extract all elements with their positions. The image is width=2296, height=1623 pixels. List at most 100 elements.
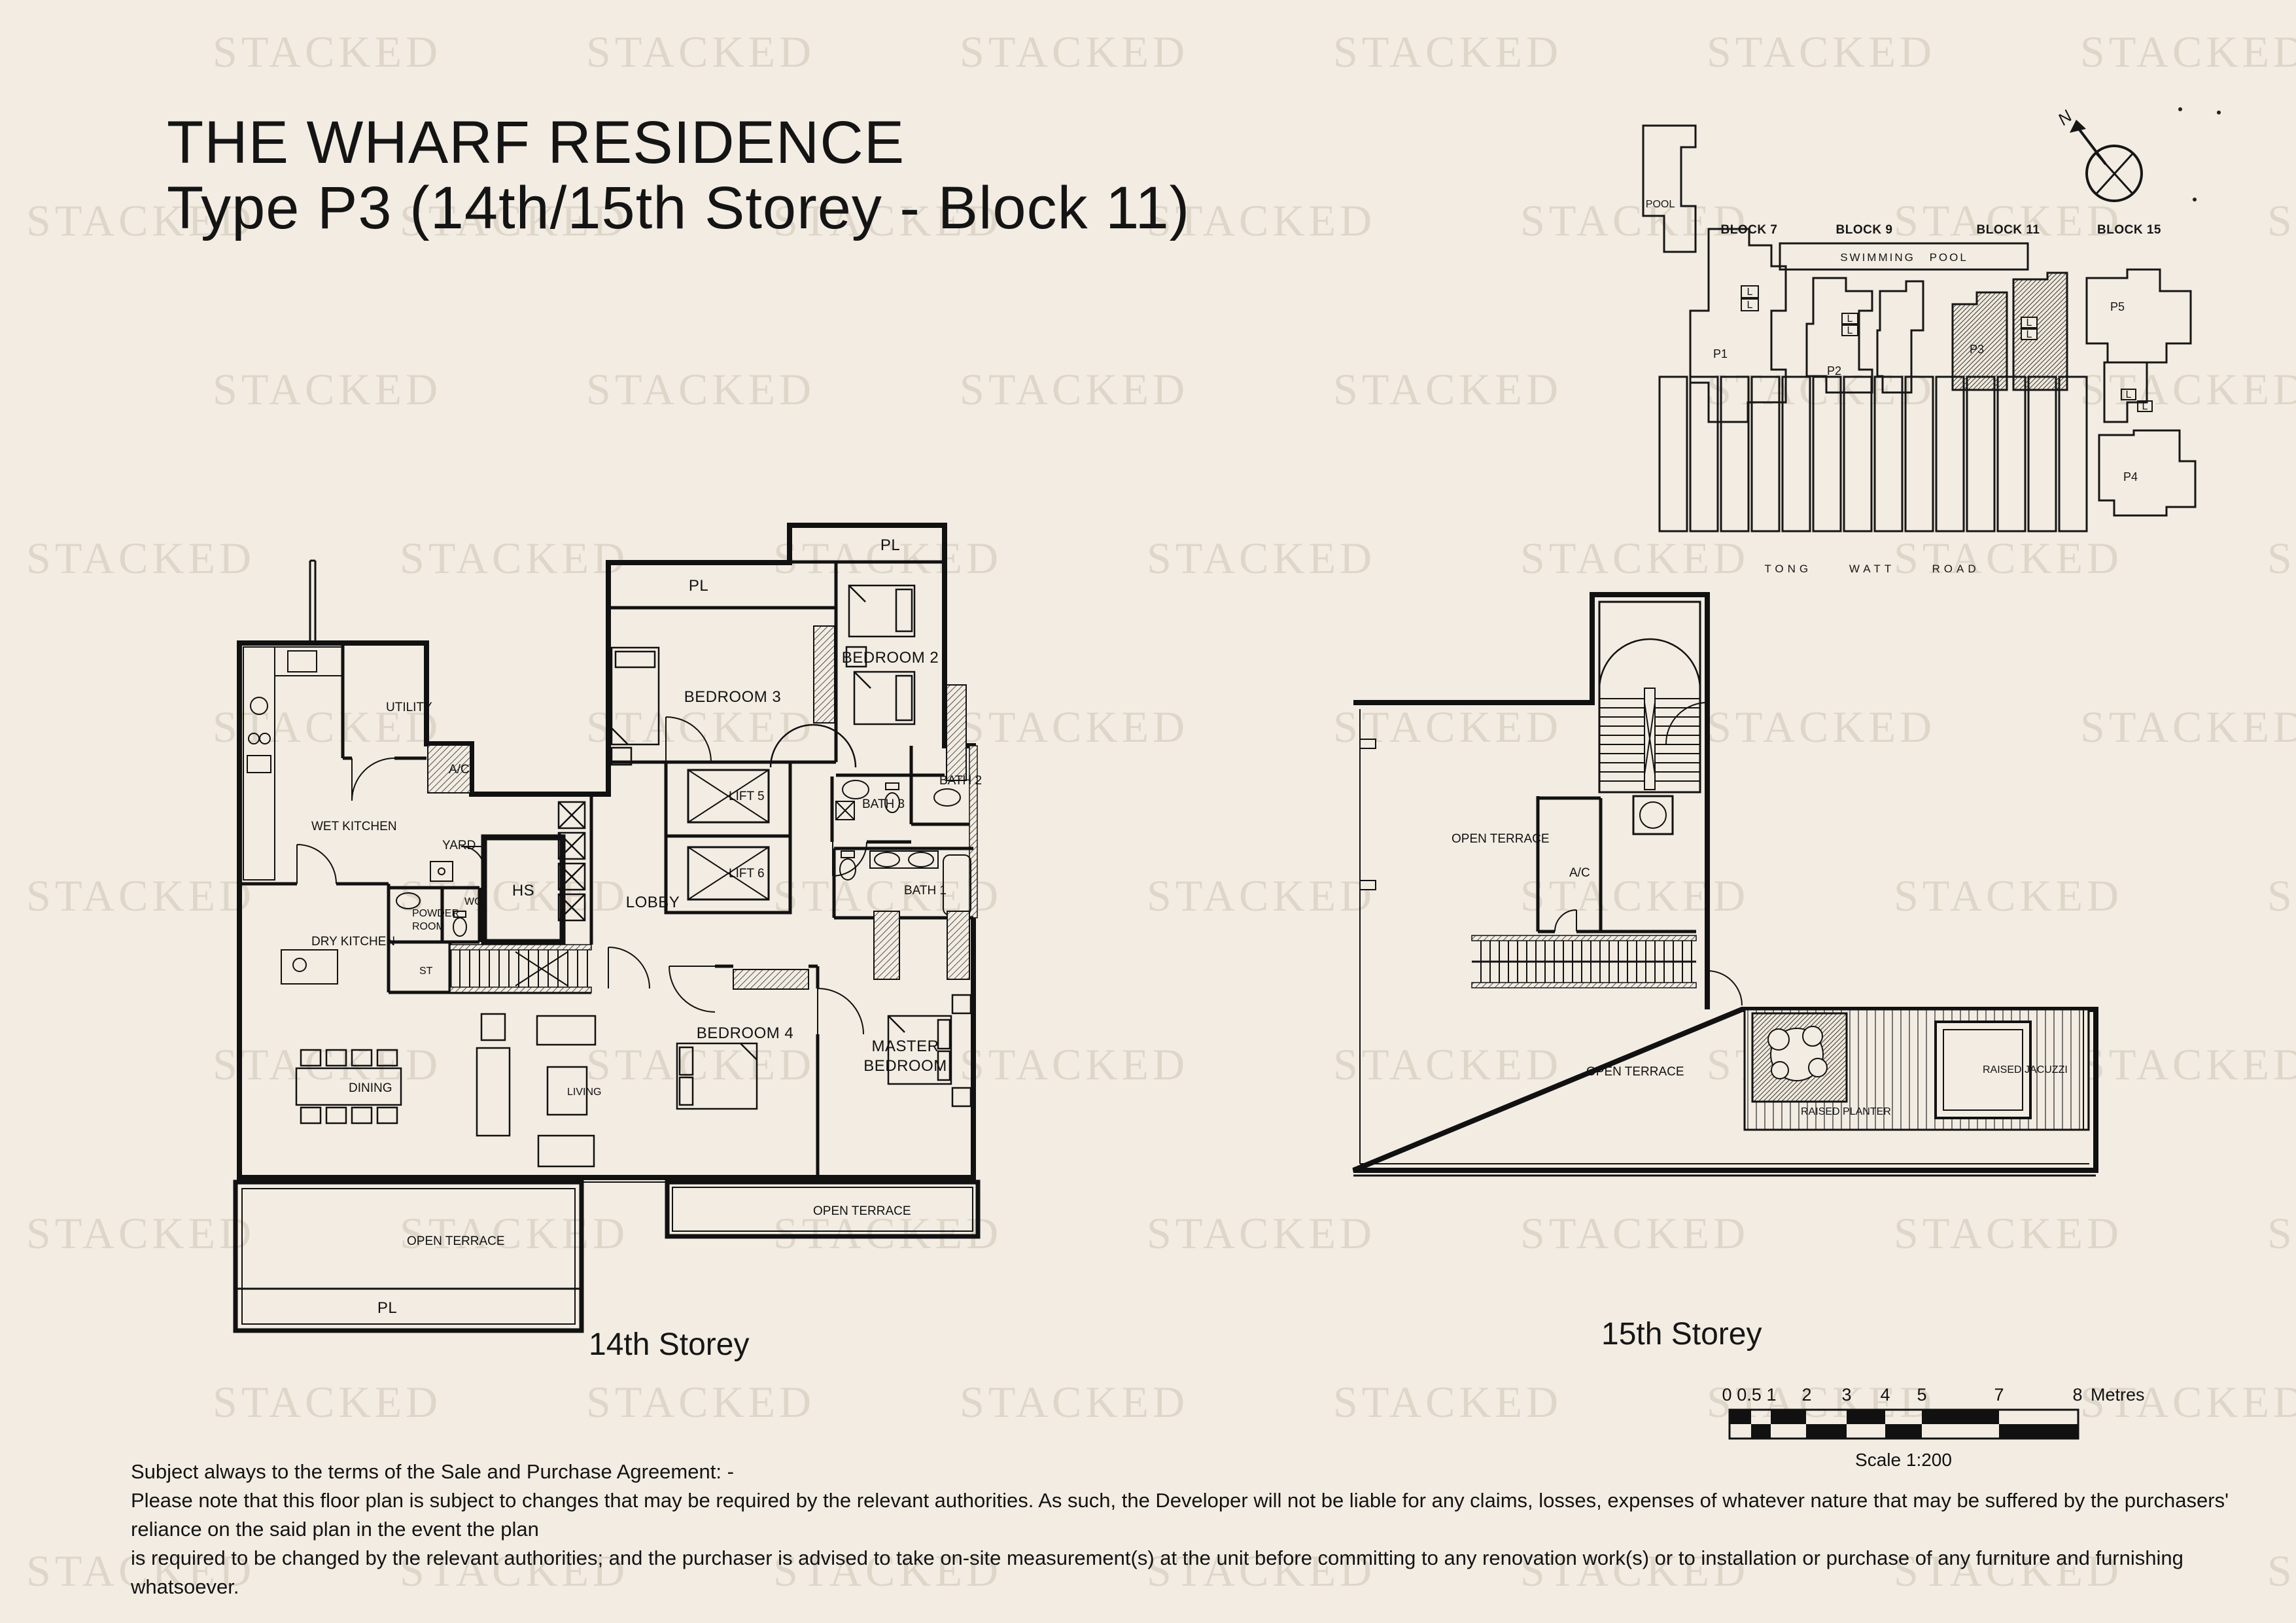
site-block11-building-highlighted: L L P3: [1951, 271, 2068, 391]
scale-tick: 8: [2072, 1385, 2082, 1405]
lift-label: L: [1747, 300, 1753, 311]
scale-text: Scale 1:200: [1855, 1450, 1952, 1470]
foyer-arch: [769, 724, 857, 768]
staircase-15th: [1598, 601, 1708, 794]
terrace-upper-label: OPEN TERRACE: [1452, 832, 1550, 846]
lift-label: L: [1847, 313, 1853, 324]
ac-ledge: [427, 744, 471, 794]
scale-unit: Metres: [2091, 1385, 2145, 1405]
master-bedroom-label: MASTER: [871, 1038, 939, 1055]
raised-planter: RAISED PLANTER: [1751, 1012, 1891, 1117]
raised-jacuzzi: RAISED JACUZZI: [1934, 1021, 2068, 1119]
scale-bar-checker: [1730, 1410, 2078, 1439]
stray-dot: [2193, 198, 2197, 201]
living-label: LIVING: [567, 1087, 601, 1098]
powder-room-label: POWDER: [412, 908, 459, 919]
terrace-lower-label: OPEN TERRACE: [1586, 1065, 1684, 1079]
swimming-pool-label: SWIMMING POOL: [1840, 251, 1968, 264]
scale-tick: 1: [1766, 1385, 1776, 1405]
lift6-label: LIFT 6: [729, 867, 765, 881]
bed-master: [887, 994, 972, 1108]
bed-bedroom3: [610, 646, 660, 766]
scale-tick: 7: [1994, 1385, 2004, 1405]
scale-tick: 0: [1722, 1385, 1731, 1405]
scale-bar: 0 0.5 1 2 3 4 5 7 8 Metres Scale 1:200: [1722, 1385, 2144, 1470]
unit-p4-label: P4: [2123, 470, 2138, 483]
hs-label: HS: [512, 882, 534, 899]
block15-label: BLOCK 15: [2097, 223, 2161, 237]
yard-label: YARD: [442, 839, 476, 852]
dry-kitchen-label: DRY KITCHEN: [311, 935, 395, 949]
bath3-label: BATH 3: [862, 797, 905, 811]
floorplan-14th-storey: PL PL A/C UTILITY WET KITCHEN DRY KITCHE…: [233, 523, 982, 1333]
pl-label: PL: [689, 577, 708, 595]
unit-p1-label: P1: [1713, 347, 1728, 360]
lobby-label: LOBBY: [626, 894, 680, 911]
disclaimer: Subject always to the terms of the Sale …: [131, 1457, 2237, 1601]
lift-label: L: [2142, 401, 2148, 412]
site-block15-building: L L P5 P4: [2085, 268, 2197, 517]
site-plan: N POOL BLOCK 7 BLOCK 9 BLOCK 11 BLOCK 15…: [1642, 106, 2221, 575]
bath1-fixtures: [839, 850, 971, 916]
pl-label: PL: [377, 1299, 397, 1317]
north-compass-icon: N: [2054, 106, 2143, 202]
lift5-label: LIFT 5: [729, 790, 765, 803]
block11-label: BLOCK 11: [1977, 223, 2040, 237]
road-label: TONG WATT ROAD: [1764, 563, 1979, 575]
page-title: THE WHARF RESIDENCE Type P3 (14th/15th S…: [167, 110, 1190, 241]
st-label: ST: [419, 966, 433, 977]
open-terrace-left: [233, 1179, 584, 1333]
site-block7-building: L L P1: [1689, 228, 1787, 423]
fan-coil-unit: [1632, 795, 1674, 835]
pl-label: PL: [880, 536, 900, 554]
powder-room-label2: ROOM: [412, 921, 445, 932]
lift-label: L: [1847, 325, 1853, 336]
bed-bedroom4: [676, 1042, 758, 1110]
dining-set: [295, 1049, 402, 1125]
scale-tick: 2: [1801, 1385, 1811, 1405]
ac-label-15: A/C: [1569, 866, 1590, 880]
wardrobe: [813, 625, 835, 724]
floorplan-15th-storey: A/C RAISED PLANTER: [1352, 592, 2098, 1177]
railing-notch: [1359, 739, 1376, 749]
lift-label: L: [2026, 329, 2032, 340]
bedroom3-label: BEDROOM 3: [684, 688, 782, 706]
wardrobe: [873, 911, 900, 980]
scale-tick: 5: [1917, 1385, 1926, 1405]
site-pool-outline: POOL: [1642, 124, 1697, 253]
outer-walls: [237, 523, 976, 1180]
bath2-fixtures: [933, 788, 961, 807]
wardrobe: [946, 684, 967, 781]
raised-jacuzzi-label: RAISED JACUZZI: [1983, 1064, 2068, 1075]
title-line1: THE WHARF RESIDENCE: [167, 109, 905, 176]
bedroom4-label: BEDROOM 4: [697, 1024, 794, 1042]
scale-tick: 3: [1841, 1385, 1851, 1405]
service-ledge-boxes: [557, 801, 586, 922]
open-terrace-right: [665, 1179, 981, 1239]
block9-label: BLOCK 9: [1836, 223, 1893, 237]
living-set: [476, 1013, 597, 1168]
scale-tick: 4: [1880, 1385, 1890, 1405]
ac-label: A/C: [449, 763, 470, 777]
stray-dot: [2217, 111, 2221, 114]
terrace-right-label: OPEN TERRACE: [813, 1204, 911, 1218]
yard-sink: [430, 861, 453, 882]
bath1-label: BATH 1: [904, 884, 947, 898]
staircase: [449, 944, 592, 993]
bath3-fixtures: [835, 780, 900, 820]
terrace-left-label: OPEN TERRACE: [407, 1234, 505, 1248]
lift-label: L: [1747, 287, 1753, 298]
unit-p2-label: P2: [1827, 364, 1841, 377]
raised-planter-label: RAISED PLANTER: [1801, 1106, 1891, 1117]
utility-label: UTILITY: [386, 701, 432, 714]
lift-label: L: [2026, 317, 2032, 328]
bedroom2-label: BEDROOM 2: [842, 649, 939, 667]
scale-tick: 0.5: [1737, 1385, 1762, 1405]
terrace-stair: [1471, 935, 1697, 988]
site-block9-building: L L P2: [1805, 277, 1924, 394]
party-wall: [309, 559, 317, 643]
beds-bedroom2: [845, 584, 916, 725]
north-label: N: [2054, 106, 2076, 129]
bath2-label: BATH 2: [939, 774, 982, 788]
